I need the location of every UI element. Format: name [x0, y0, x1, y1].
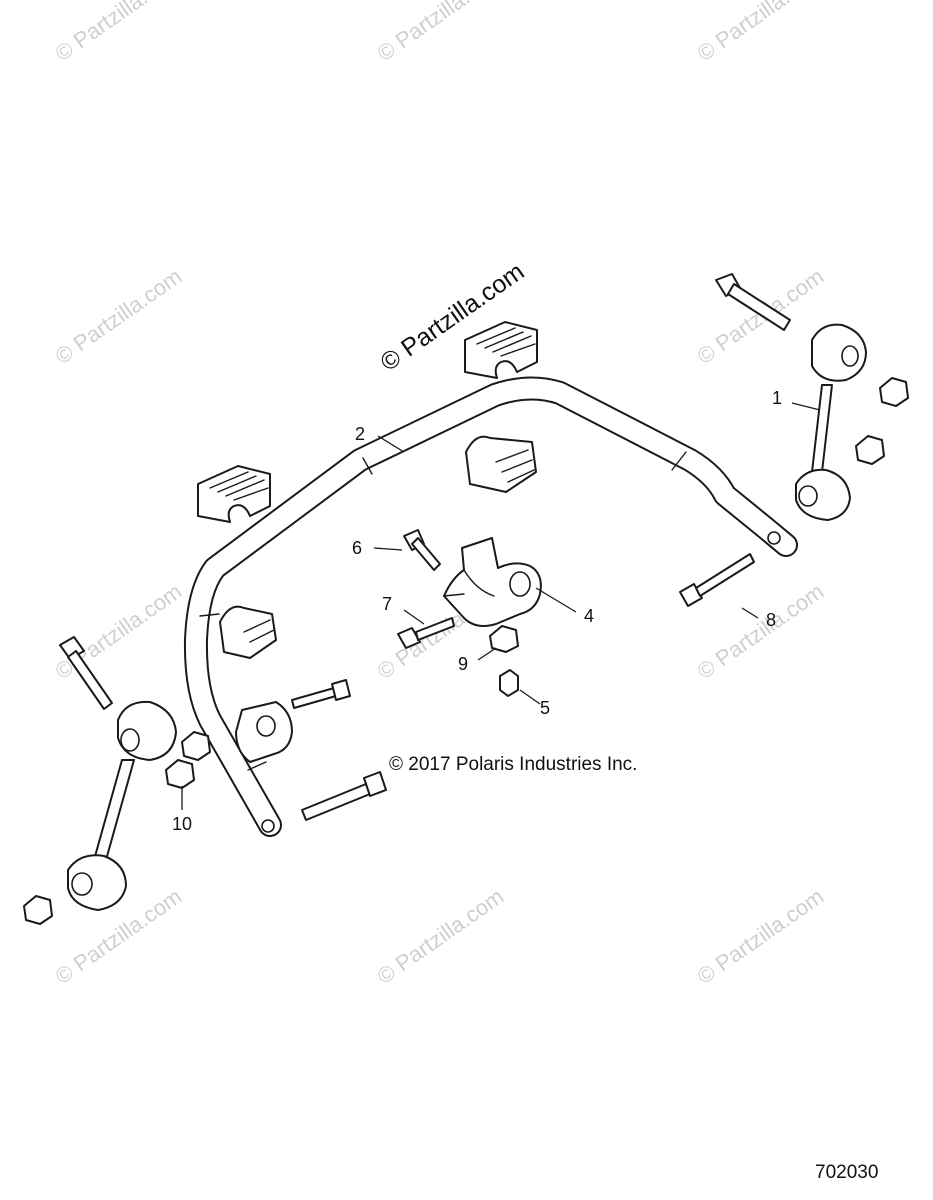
- bushing-icon: [464, 321, 538, 379]
- leader-lines: [181, 402, 821, 810]
- callout-2: 2: [355, 424, 365, 444]
- watermark: © Partzilla.com: [693, 264, 829, 370]
- watermark: © Partzilla.com: [693, 884, 829, 990]
- bolt-icon: [59, 636, 113, 710]
- watermark: © Partzilla.com: [693, 0, 829, 66]
- bolt-icon: [715, 273, 791, 331]
- bushing-icon: [219, 605, 277, 659]
- watermark: © Partzilla.com: [51, 579, 187, 685]
- watermark: © Partzilla.com: [51, 264, 187, 370]
- bolt-icon: [301, 771, 387, 821]
- callout-7: 7: [382, 594, 392, 614]
- bushing-icon: [465, 435, 537, 493]
- link-rod-icon: [67, 700, 177, 911]
- bolt-icon: [397, 617, 455, 649]
- bolt-icon: [679, 553, 755, 607]
- copyright-text: © 2017 Polaris Industries Inc.: [389, 754, 637, 775]
- bracket-icon: [235, 701, 293, 763]
- callout-5: 5: [540, 698, 550, 718]
- stabilizer-bar-icon: [183, 376, 798, 837]
- watermark: © Partzilla.com: [373, 0, 509, 66]
- callout-4: 4: [584, 606, 594, 626]
- nut-icon: [23, 377, 909, 925]
- grease-fitting-icon: [499, 669, 519, 697]
- callout-9: 9: [458, 654, 468, 674]
- bolt-icon: [403, 529, 441, 571]
- bushing-icon: [197, 465, 271, 523]
- callout-10: 10: [172, 814, 192, 834]
- bolt-icon: [291, 679, 351, 709]
- link-rod-icon: [795, 323, 867, 521]
- callout-8: 8: [766, 610, 776, 630]
- watermark: © Partzilla.com: [51, 0, 187, 66]
- diagram-number: 702030: [815, 1162, 878, 1183]
- callout-6: 6: [352, 538, 362, 558]
- callout-1: 1: [772, 388, 782, 408]
- bracket-icon: [443, 537, 542, 627]
- watermark: © Partzilla.com: [693, 579, 829, 685]
- watermark: © Partzilla.com: [373, 884, 509, 990]
